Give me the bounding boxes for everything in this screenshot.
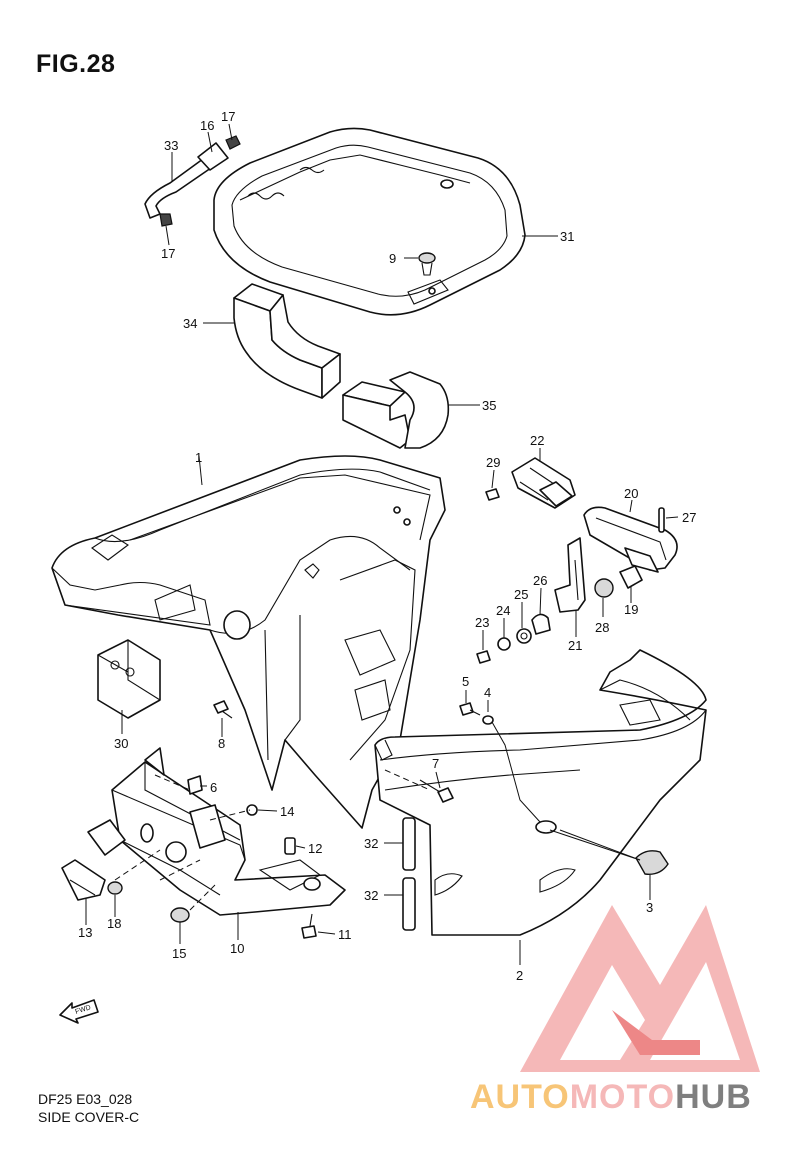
part-22-latch: [511, 457, 576, 509]
label-part-14: 14: [280, 804, 294, 819]
fwd-label: FWD: [74, 1004, 91, 1016]
part-21-lever: [554, 537, 586, 613]
part-number-labels: 1 2 3 4 5 6 7 8 9 10 11 12 13 14 15 16 1…: [78, 109, 696, 983]
part-7-bolt: [419, 779, 454, 803]
label-part-20: 20: [624, 486, 638, 501]
label-part-17-bottom: 17: [161, 246, 175, 261]
part-35-foam: [342, 371, 450, 449]
label-part-15: 15: [172, 946, 186, 961]
label-part-33: 33: [164, 138, 178, 153]
label-part-35: 35: [482, 398, 496, 413]
figure-code: DF25 E03_028: [38, 1091, 133, 1107]
part-3-grommet: [635, 850, 669, 875]
label-part-17-top: 17: [221, 109, 235, 124]
part-32-seal-strip: [402, 817, 416, 931]
label-part-7: 7: [432, 756, 439, 771]
part-33-hose: [144, 135, 241, 227]
part-27-pin: [658, 507, 665, 533]
label-part-11: 11: [338, 927, 352, 942]
fwd-arrow-icon: FWD: [59, 999, 99, 1024]
part-19-knob: [619, 565, 643, 589]
part-31-seal-frame: [213, 127, 526, 316]
label-part-31: 31: [560, 229, 574, 244]
part-4-washer: [482, 715, 494, 725]
label-part-21: 21: [568, 638, 582, 653]
label-part-27: 27: [682, 510, 696, 525]
part-11-bolt: [301, 913, 317, 939]
part-12-collar: [284, 837, 296, 855]
part-9-grommet: [418, 252, 436, 276]
label-part-29: 29: [486, 455, 500, 470]
label-part-28: 28: [595, 620, 609, 635]
label-part-10: 10: [230, 941, 244, 956]
part-29-screw: [485, 488, 500, 501]
label-part-5: 5: [462, 674, 469, 689]
part-30-pad: [97, 639, 161, 719]
label-part-1: 1: [195, 450, 202, 465]
part-28-grommet: [594, 578, 614, 598]
leader-lines: [85, 123, 679, 965]
label-part-2: 2: [516, 968, 523, 983]
label-part-23: 23: [475, 615, 489, 630]
part-1-side-cover: [51, 455, 446, 829]
label-part-9: 9: [389, 251, 396, 266]
part-8-bolt: [213, 700, 233, 719]
label-part-8: 8: [218, 736, 225, 751]
figure-footer: DF25 E03_028 SIDE COVER-C: [38, 1090, 139, 1126]
part-15-grommet: [170, 907, 190, 923]
part-20-handle: [583, 506, 678, 573]
label-part-22: 22: [530, 433, 544, 448]
part-14-screw: [246, 804, 258, 816]
label-part-18: 18: [107, 916, 121, 931]
part-25-washer: [516, 628, 532, 644]
part-24-washer: [497, 637, 511, 651]
label-part-3: 3: [646, 900, 653, 915]
label-part-34: 34: [183, 316, 197, 331]
label-part-30: 30: [114, 736, 128, 751]
label-part-16: 16: [200, 118, 214, 133]
part-34-foam: [233, 283, 341, 399]
part-23-screw: [476, 650, 491, 664]
label-part-25: 25: [514, 587, 528, 602]
part-5-screw: [459, 702, 481, 716]
figure-name: SIDE COVER-C: [38, 1109, 140, 1125]
assembly-lines: [114, 721, 641, 911]
part-10-bracket: [87, 747, 346, 916]
label-part-32-lower: 32: [364, 888, 378, 903]
part-26-clip: [531, 613, 551, 635]
label-part-26: 26: [533, 573, 547, 588]
label-part-12: 12: [308, 841, 322, 856]
watermark-logo: AUTOMOTOHUB: [470, 905, 760, 1116]
label-part-19: 19: [624, 602, 638, 617]
part-2-side-cover: [374, 649, 707, 936]
label-part-13: 13: [78, 925, 92, 940]
part-18-grommet: [107, 881, 123, 895]
svg-text:AUTOMOTOHUB: AUTOMOTOHUB: [470, 1078, 752, 1116]
label-part-24: 24: [496, 603, 510, 618]
figure-title: FIG.28: [36, 50, 116, 78]
label-part-4: 4: [484, 685, 491, 700]
part-6-collar: [187, 775, 203, 795]
part-13-clip: [61, 859, 106, 901]
label-part-6: 6: [210, 780, 217, 795]
label-part-32-upper: 32: [364, 836, 378, 851]
